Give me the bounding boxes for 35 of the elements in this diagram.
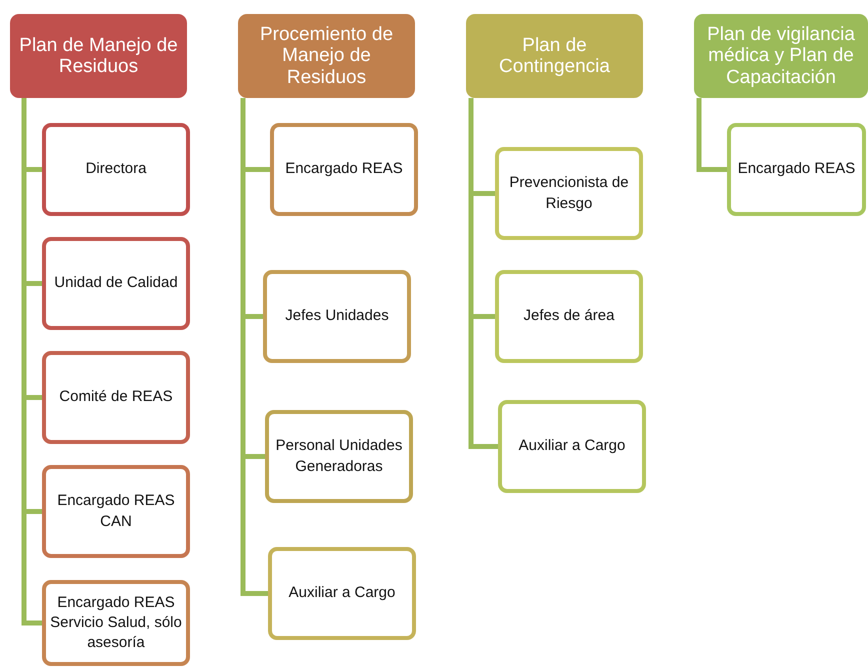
role-box <box>495 270 643 363</box>
role-box <box>263 270 411 363</box>
plan-header-box <box>466 14 643 98</box>
header-text: Procemiento de Manejo de Residuos <box>258 24 394 88</box>
role-text: Encargado REAS <box>738 159 856 180</box>
role-box <box>498 400 646 493</box>
role-text: Encargado REAS Servicio Salud, sólo asesoría <box>50 592 182 654</box>
role-box <box>727 123 866 216</box>
role-box <box>268 547 416 640</box>
role-box <box>42 237 190 330</box>
role-box <box>495 147 643 240</box>
role-text: Jefes Unidades <box>285 306 389 326</box>
role-box <box>42 465 190 558</box>
role-text: Jefes de área <box>524 306 614 326</box>
header-text: Plan de Manejo de Residuos <box>18 34 179 78</box>
role-box <box>270 123 418 216</box>
role-box <box>42 580 190 666</box>
role-box <box>42 351 190 444</box>
role-text: Encargado REAS <box>285 159 403 180</box>
role-text: Auxiliar a Cargo <box>518 436 626 456</box>
role-text: Personal Unidades Generadoras <box>274 436 404 476</box>
role-text: Encargado REAS CAN <box>56 491 176 532</box>
role-text: Directora <box>86 159 146 180</box>
plan-header-box <box>694 14 868 98</box>
header-text: Plan de vigilancia médica y Plan de Capacitación <box>706 24 856 88</box>
plan-header-box <box>10 14 187 98</box>
role-text: Prevencionista de Riesgo <box>508 173 630 214</box>
header-text: Plan de Contingencia <box>498 34 611 78</box>
role-box <box>42 123 190 216</box>
connector-line <box>696 98 727 172</box>
plan-header-box <box>238 14 415 98</box>
role-text: Comité de REAS <box>59 387 173 408</box>
role-text: Unidad de Calidad <box>54 273 178 294</box>
role-text: Auxiliar a Cargo <box>288 583 396 604</box>
role-box <box>265 410 413 503</box>
